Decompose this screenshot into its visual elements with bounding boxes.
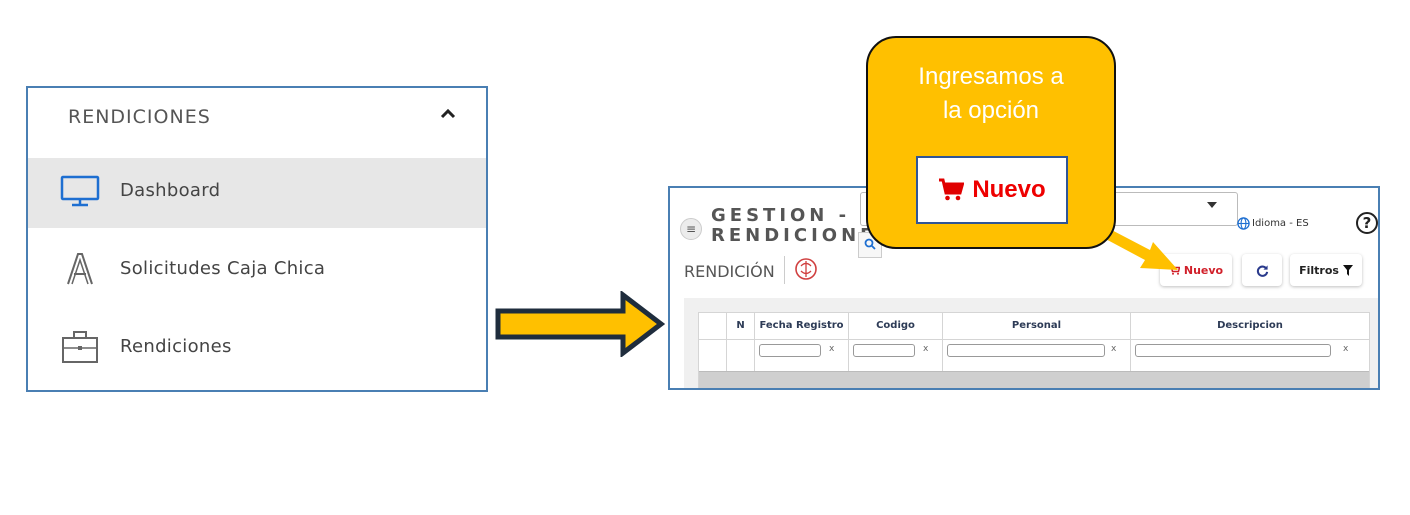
filtros-button[interactable]: Filtros xyxy=(1290,254,1362,286)
letter-a-icon xyxy=(67,253,93,285)
grid-column xyxy=(699,313,727,371)
clear-filter-icon[interactable]: x xyxy=(1343,344,1349,354)
grid-column-n[interactable]: N xyxy=(727,313,755,371)
chevron-up-icon[interactable] xyxy=(440,106,456,122)
grid-footer xyxy=(699,371,1369,388)
column-header[interactable]: N xyxy=(727,313,754,340)
divider xyxy=(784,256,785,284)
menu-item-rendiciones[interactable]: Rendiciones xyxy=(28,314,486,384)
column-header[interactable]: Codigo xyxy=(849,313,942,340)
menu-item-dashboard[interactable]: Dashboard xyxy=(28,158,486,228)
app-title: GESTION - RENDICIONES xyxy=(711,205,894,246)
rendiciones-menu: RENDICIONES Dashboard Solicitudes Caja C… xyxy=(26,86,488,392)
codigo-filter-input[interactable] xyxy=(853,344,915,357)
briefcase-icon xyxy=(62,331,98,363)
data-grid: N Fecha Registro x Codigo x Personal x D… xyxy=(698,312,1370,388)
clear-filter-icon[interactable]: x xyxy=(1111,344,1117,354)
menu-item-label: Solicitudes Caja Chica xyxy=(120,258,326,279)
cart-icon xyxy=(939,178,965,201)
column-header[interactable]: Descripcion xyxy=(1131,313,1369,340)
descripcion-filter-input[interactable] xyxy=(1135,344,1331,357)
nuevo-button[interactable]: Nuevo xyxy=(1160,254,1232,286)
brain-icon[interactable] xyxy=(792,256,820,282)
hamburger-menu-icon[interactable]: ≡ xyxy=(680,218,702,240)
refresh-button[interactable] xyxy=(1242,254,1282,286)
nuevo-button-preview: Nuevo xyxy=(916,156,1068,224)
menu-item-solicitudes[interactable]: Solicitudes Caja Chica xyxy=(28,236,486,306)
menu-item-label: Rendiciones xyxy=(120,336,232,357)
clear-filter-icon[interactable]: x xyxy=(923,344,929,354)
refresh-icon xyxy=(1256,264,1268,277)
monitor-icon xyxy=(60,175,100,207)
grid-column-personal: Personal x xyxy=(943,313,1131,371)
filter-icon xyxy=(1342,264,1353,276)
pointer-arrow-icon xyxy=(1100,226,1178,270)
callout-text: Ingresamos a la opción xyxy=(918,63,1064,124)
section-title: RENDICIÓN xyxy=(684,262,775,281)
menu-title: RENDICIONES xyxy=(68,106,211,128)
menu-header[interactable]: RENDICIONES xyxy=(28,88,486,156)
grid-column-codigo: Codigo x xyxy=(849,313,943,371)
search-icon xyxy=(864,238,876,250)
right-arrow-icon xyxy=(495,291,665,357)
caret-down-icon xyxy=(1207,202,1217,208)
language-selector[interactable]: Idioma - ES xyxy=(1237,217,1309,230)
column-header[interactable]: Personal xyxy=(943,313,1130,340)
help-icon[interactable]: ? xyxy=(1356,212,1378,234)
globe-icon xyxy=(1237,217,1250,230)
column-header[interactable]: Fecha Registro xyxy=(755,313,848,340)
callout-bubble: Ingresamos a la opción Nuevo xyxy=(866,36,1116,249)
menu-item-label: Dashboard xyxy=(120,180,221,201)
personal-filter-input[interactable] xyxy=(947,344,1105,357)
fecha-filter-input[interactable] xyxy=(759,344,821,357)
grid-container: N Fecha Registro x Codigo x Personal x D… xyxy=(684,298,1378,388)
clear-filter-icon[interactable]: x xyxy=(829,344,835,354)
grid-column-descripcion: Descripcion x xyxy=(1131,313,1369,371)
grid-column-fecha: Fecha Registro x xyxy=(755,313,849,371)
